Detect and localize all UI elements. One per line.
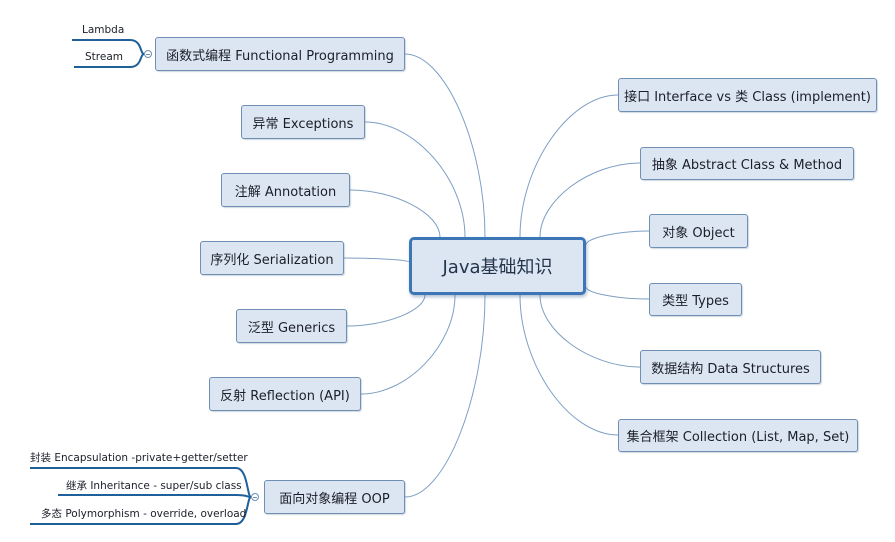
- topic-serialization[interactable]: 序列化 Serialization: [200, 241, 344, 275]
- connector-serialization: [343, 257, 410, 263]
- leaf-line-stream: [74, 53, 145, 68]
- topic-label: 函数式编程 Functional Programming: [166, 48, 394, 64]
- connector-collection: [519, 294, 619, 436]
- central-topic-label: Java基础知识: [442, 257, 553, 278]
- topic-label: 注解 Annotation: [234, 184, 337, 200]
- topic-functional-programming[interactable]: 函数式编程 Functional Programming: [155, 37, 405, 71]
- topic-label: 抽象 Abstract Class & Method: [651, 158, 843, 173]
- connector-data-structures: [539, 294, 641, 368]
- collapse-toggle-functional[interactable]: [144, 50, 152, 58]
- topic-label: 面向对象编程 OOP: [279, 491, 390, 507]
- connector-reflection: [360, 294, 456, 395]
- topic-exceptions[interactable]: 异常 Exceptions: [241, 105, 365, 139]
- leaf-line-polymorphism: [30, 496, 252, 525]
- topic-abstract-class[interactable]: 抽象 Abstract Class & Method: [640, 147, 854, 180]
- connector-functional: [404, 53, 486, 238]
- topic-data-structures[interactable]: 数据结构 Data Structures: [640, 350, 821, 384]
- topic-interface-vs-class[interactable]: 接口 Interface vs 类 Class (implement): [618, 78, 877, 112]
- connector-generics: [346, 294, 426, 327]
- central-topic[interactable]: Java基础知识: [409, 237, 586, 295]
- topic-annotation[interactable]: 注解 Annotation: [221, 173, 350, 207]
- topic-generics[interactable]: 泛型 Generics: [236, 309, 347, 343]
- connector-oop: [404, 294, 486, 498]
- topic-types[interactable]: 类型 Types: [649, 283, 742, 316]
- connector-exceptions: [364, 121, 466, 238]
- topic-label: 泛型 Generics: [247, 320, 336, 336]
- topic-label: 反射 Reflection (API): [220, 388, 350, 404]
- leaf-stream[interactable]: Stream: [85, 51, 123, 63]
- topic-object[interactable]: 对象 Object: [649, 214, 748, 248]
- topic-label: 数据结构 Data Structures: [651, 361, 810, 377]
- leaf-line-inheritance: [58, 494, 252, 498]
- topic-label: 序列化 Serialization: [210, 252, 334, 268]
- leaf-encapsulation[interactable]: 封装 Encapsulation -private+getter/setter: [30, 452, 248, 464]
- leaf-polymorphism[interactable]: 多态 Polymorphism - override, overload: [41, 508, 247, 520]
- topic-label: 集合框架 Collection (List, Map, Set): [626, 430, 850, 445]
- topic-label: 接口 Interface vs 类 Class (implement): [624, 89, 871, 105]
- leaf-inheritance[interactable]: 继承 Inheritance - super/sub class: [66, 480, 242, 492]
- topic-collection[interactable]: 集合框架 Collection (List, Map, Set): [618, 419, 858, 452]
- topic-label: 异常 Exceptions: [252, 116, 354, 132]
- topic-label: 类型 Types: [662, 294, 729, 309]
- connector-object: [585, 230, 650, 246]
- connector-types: [585, 286, 650, 300]
- collapse-toggle-oop[interactable]: [251, 493, 259, 501]
- connector-interface: [519, 94, 619, 238]
- topic-reflection[interactable]: 反射 Reflection (API): [209, 377, 361, 411]
- connector-abstract: [539, 162, 641, 238]
- leaf-lambda[interactable]: Lambda: [82, 24, 125, 36]
- topic-label: 对象 Object: [662, 225, 735, 241]
- topic-oop[interactable]: 面向对象编程 OOP: [264, 480, 405, 514]
- connector-annotation: [349, 189, 441, 238]
